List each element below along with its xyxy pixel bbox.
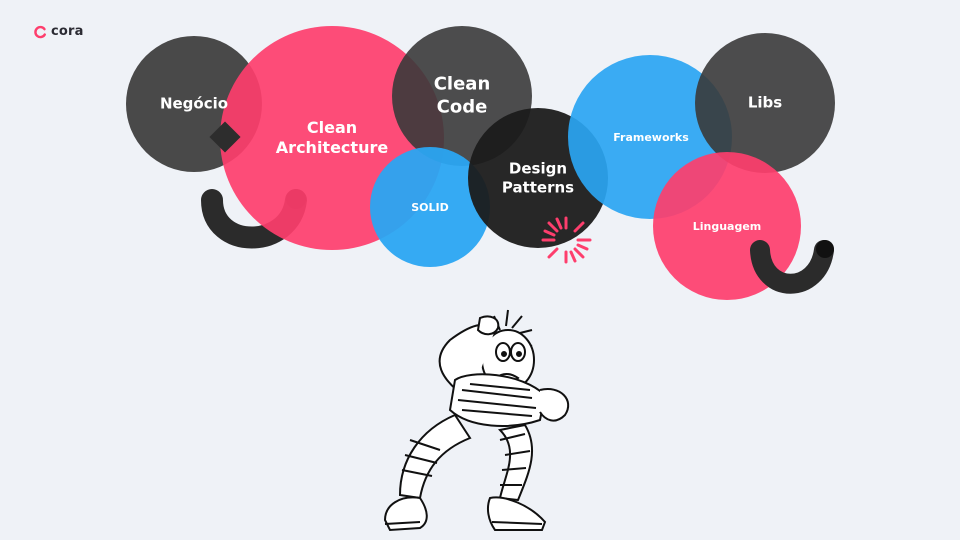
- bubble-label-negocio: Negócio: [159, 94, 229, 113]
- bubble-label-clean-code: Clean Code: [433, 73, 491, 118]
- bubble-label-libs: Libs: [747, 93, 783, 112]
- bubble-libs: [695, 33, 835, 173]
- bubble-label-clean-architecture: Clean Architecture: [275, 118, 389, 157]
- cora-logo-text: cora: [51, 24, 84, 39]
- burst-shape: [541, 216, 592, 264]
- bubble-label-design-patterns: Design Patterns: [501, 159, 575, 196]
- swoosh-right-dot: [816, 240, 834, 258]
- bubble-label-solid: SOLID: [411, 201, 449, 215]
- cora-logo: cora: [33, 24, 84, 39]
- bubble-solid: [370, 147, 490, 267]
- cora-logo-icon: [34, 25, 46, 38]
- diamond-shape: [209, 121, 241, 153]
- bubble-label-frameworks: Frameworks: [613, 131, 689, 145]
- swoosh-right: [750, 240, 834, 294]
- overwhelmed-man-drawing: [383, 309, 570, 532]
- bubble-label-linguagem: Linguagem: [692, 220, 762, 234]
